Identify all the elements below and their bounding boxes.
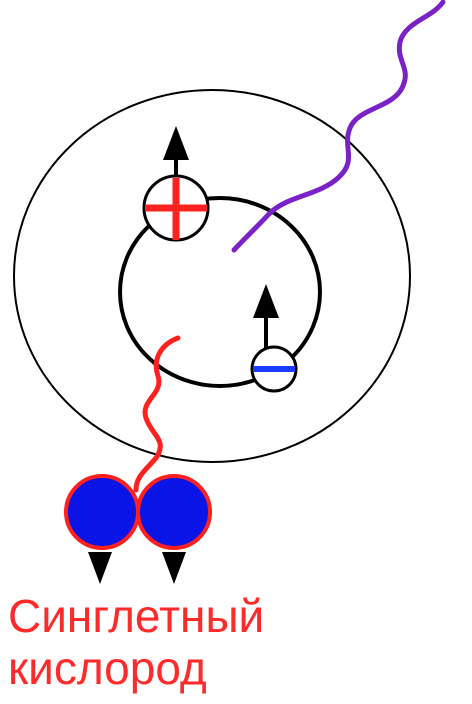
singlet-oxygen-wave	[136, 338, 178, 490]
plus-charge-icon	[144, 176, 208, 240]
caption-line-1: Синглетный	[8, 590, 264, 642]
spin-down-arrow-icon	[88, 552, 112, 584]
minus-charge-icon	[252, 347, 296, 391]
caption-line-2: кислород	[8, 642, 264, 694]
spin-arrow-icon	[253, 284, 279, 352]
spin-down-arrow-icon	[162, 552, 186, 584]
photon-wave	[234, 2, 443, 250]
oxygen-atom-icon	[138, 476, 210, 548]
outer-orbit	[14, 90, 410, 462]
oxygen-atom-icon	[66, 476, 138, 548]
singlet-oxygen-label: Синглетный кислород	[8, 590, 264, 694]
